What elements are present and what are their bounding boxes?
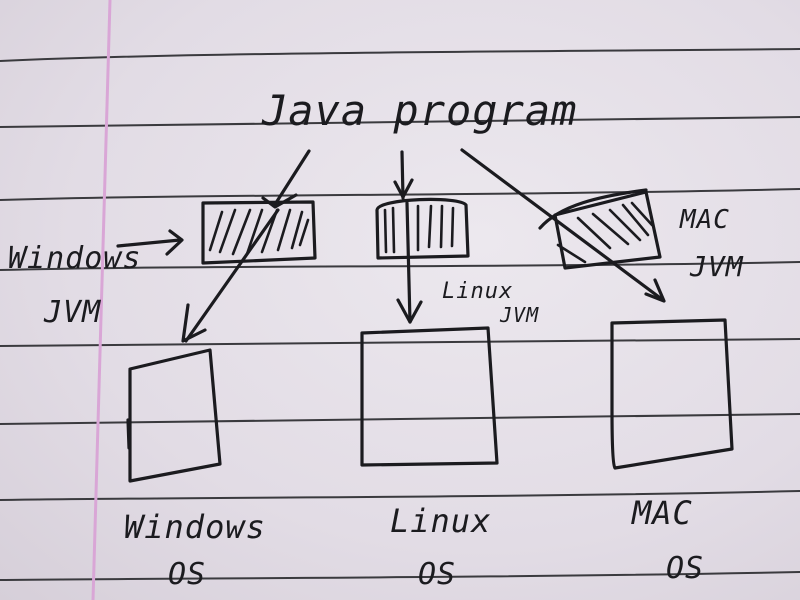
rule-line (0, 413, 800, 425)
arrow-to-mac (460, 148, 666, 303)
rule-line (0, 338, 800, 347)
mac-os-label-line1: MAC (631, 494, 693, 532)
linux-jvm-label-line1: Linux (442, 279, 513, 304)
linux-os-box (360, 326, 499, 467)
linux-os-label-line2: OS (418, 557, 456, 592)
windows-os-box (126, 348, 222, 483)
rule-line (0, 48, 800, 62)
rule-line (0, 490, 800, 501)
rule-line (0, 261, 800, 271)
windows-jvm-label-line2: JVM (43, 295, 101, 330)
windows-jvm-box (201, 200, 317, 265)
linux-os-label-line1: Linux (390, 502, 491, 540)
windows-jvm-label-line1: Windows (8, 241, 141, 276)
mac-jvm-box (538, 188, 662, 270)
mac-jvm-label-line2: JVM (689, 250, 744, 283)
linux-jvm-label-line2: JVM (499, 303, 539, 327)
margin-line (91, 0, 112, 600)
arrow-to-windows (181, 149, 311, 343)
arrow-windows-label-to-jvm (116, 229, 184, 256)
windows-os-label-line2: OS (168, 557, 206, 592)
rule-line (0, 188, 800, 201)
rule-line (0, 116, 800, 128)
title-java-program: Java program (261, 86, 577, 135)
arrow-to-linux (393, 150, 423, 324)
mac-jvm-label-line1: MAC (679, 205, 730, 235)
windows-os-label-line1: Windows (124, 508, 266, 546)
linux-jvm-box (375, 197, 470, 260)
mac-os-box (610, 318, 734, 470)
mac-os-label-line2: OS (666, 551, 704, 586)
